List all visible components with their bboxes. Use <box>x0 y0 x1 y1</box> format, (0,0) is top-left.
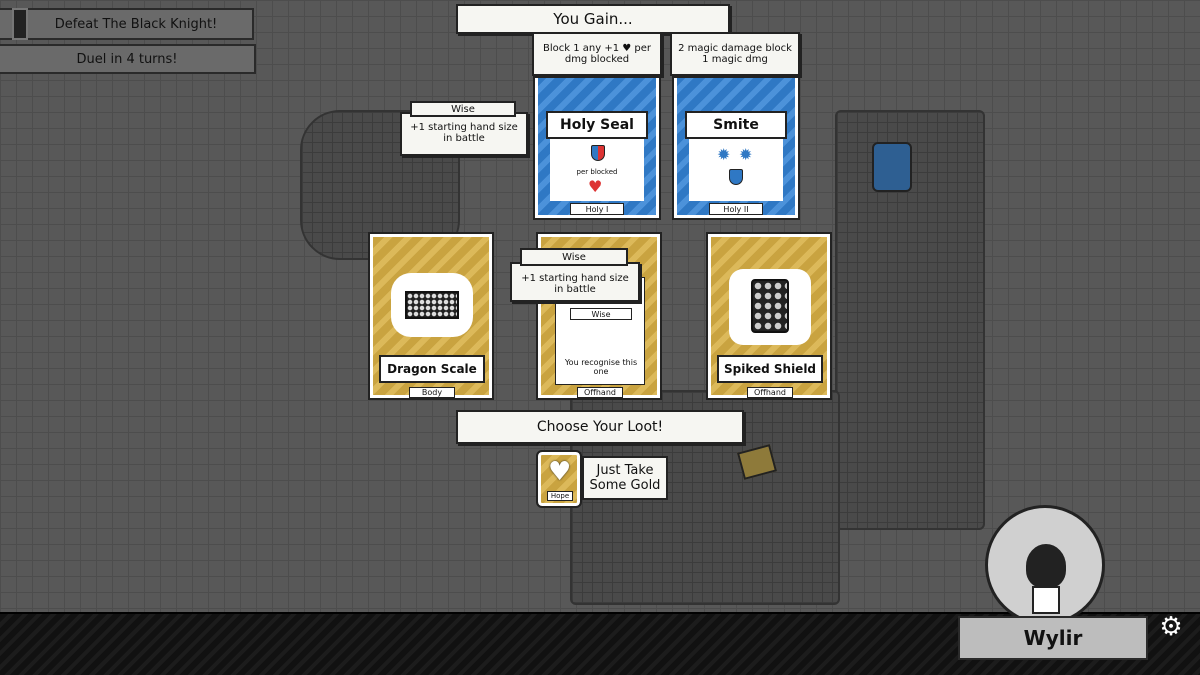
shield-icon <box>591 145 605 161</box>
star-burst-icon: ✹ <box>717 145 731 164</box>
loot-card-spiked-shield[interactable]: Spiked Shield Offhand <box>706 232 832 400</box>
choose-loot-banner: Choose Your Loot! <box>456 410 744 444</box>
card-title: Dragon Scale <box>379 355 485 383</box>
card-title: Spiked Shield <box>717 355 823 383</box>
card-description: 2 magic damage block 1 magic dmg <box>670 32 800 76</box>
tooltip-text: +1 starting hand size in battle <box>410 122 518 144</box>
card-body: ✹ ✹ <box>689 139 783 201</box>
card-title: Smite <box>685 111 787 139</box>
tooltip-title: Wise <box>410 101 516 117</box>
slot-tag: Body <box>409 387 455 398</box>
wise-tooltip: +1 starting hand size in battle <box>400 112 528 156</box>
card-body: per blocked ♥ <box>550 139 644 201</box>
map-player-token[interactable] <box>872 142 912 192</box>
player-avatar <box>1026 544 1066 588</box>
quest-banner: Duel in 4 turns! <box>0 44 256 74</box>
player-body <box>1032 586 1060 614</box>
quest-icon <box>12 8 28 40</box>
hope-card-icon: ♥ Hope <box>536 450 582 508</box>
card-title: Holy Seal <box>546 111 648 139</box>
scale-icon <box>405 291 459 319</box>
heart-icon: ♥ <box>548 457 572 487</box>
slot-tag: Offhand <box>747 387 793 398</box>
heart-icon: ♥ <box>588 177 603 196</box>
card-tag: Holy II <box>709 203 763 215</box>
card-smite[interactable]: Smite ✹ ✹ Holy II <box>672 70 800 220</box>
you-gain-banner: You Gain... <box>456 4 730 34</box>
card-description: Block 1 any +1 ♥ per dmg blocked <box>532 32 662 76</box>
card-body-text: per blocked <box>576 168 618 176</box>
quest-label: Duel in 4 turns! <box>76 51 178 67</box>
player-nameplate: Wylir <box>958 616 1148 660</box>
quest-label: Defeat The Black Knight! <box>54 16 218 32</box>
take-gold-label: Just Take Some Gold <box>582 456 668 500</box>
star-burst-icon: ✹ <box>739 145 753 164</box>
spiked-shield-image <box>729 269 811 345</box>
card-tag: Hope <box>547 491 573 501</box>
gear-icon[interactable]: ⚙ <box>1159 612 1183 642</box>
choose-loot-label: Choose Your Loot! <box>536 419 664 435</box>
card-holy-seal[interactable]: Holy Seal per blocked ♥ Holy I <box>533 70 661 220</box>
page-title: You Gain... <box>553 10 633 28</box>
spiked-shield-icon <box>751 279 789 333</box>
wise-tooltip-title: Wise <box>520 248 628 266</box>
shield-icon <box>729 169 743 185</box>
loot-card-dragon-scale[interactable]: Dragon Scale Body <box>368 232 494 400</box>
quest-banner: Defeat The Black Knight! <box>0 8 254 40</box>
dragon-scale-image <box>391 273 473 337</box>
player-portrait[interactable] <box>985 505 1105 625</box>
trait-tag: Wise <box>570 308 632 320</box>
player-name: Wylir <box>1023 626 1083 650</box>
slot-tag: Offhand <box>577 387 623 398</box>
wise-tooltip-text: +1 starting hand size in battle <box>510 262 640 302</box>
card-tag: Holy I <box>570 203 624 215</box>
card-body-text: You recognise this one <box>564 358 638 376</box>
take-gold-button[interactable]: ♥ Hope Just Take Some Gold <box>536 450 670 508</box>
